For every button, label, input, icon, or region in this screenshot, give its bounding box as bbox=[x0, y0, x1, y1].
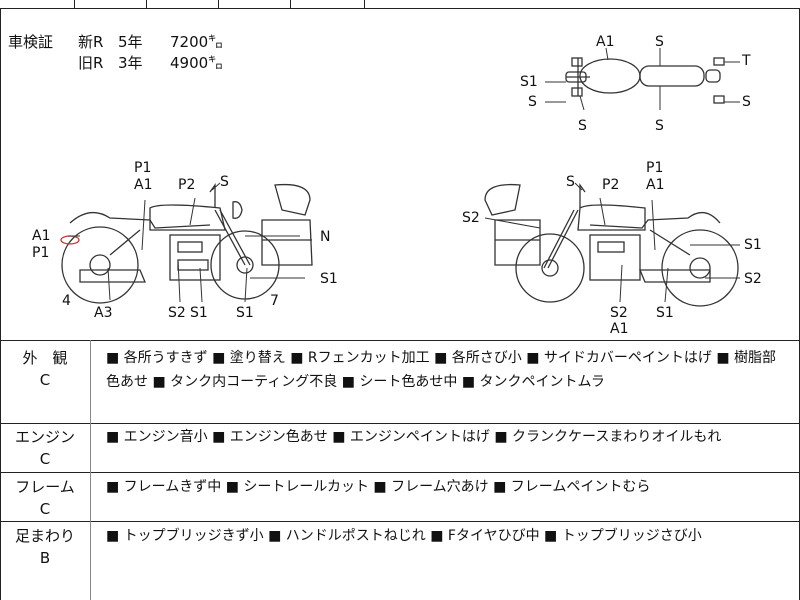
row-suspension-title: 足まわり bbox=[14, 527, 75, 545]
left-view-label: A1 bbox=[134, 177, 153, 193]
right-side-view-motorcycle bbox=[484, 182, 739, 307]
left-view-label: A3 bbox=[94, 305, 113, 321]
right-view-label: S bbox=[566, 174, 575, 190]
row-suspension-grade: B bbox=[39, 549, 51, 567]
row-divider bbox=[0, 472, 800, 473]
right-view-label: A1 bbox=[610, 321, 629, 337]
left-view-label: P2 bbox=[178, 177, 196, 193]
row-frame-label: フレーム C bbox=[0, 476, 90, 520]
row-exterior-notes: ■ 各所うすきず ■ 塗り替え ■ Rフェンカット加工 ■ 各所さび小 ■ サイ… bbox=[106, 350, 777, 390]
left-view-label: S1 bbox=[236, 305, 254, 321]
right-view-label: A1 bbox=[646, 177, 665, 193]
motorcycle-diagram bbox=[60, 47, 740, 307]
certificate-old-km: 4900㌔ bbox=[170, 54, 224, 72]
top-view-label: S bbox=[655, 118, 664, 134]
top-cell bbox=[218, 0, 291, 8]
left-view-label: P1 bbox=[134, 160, 152, 176]
row-frame-notes: ■ フレームきず中 ■ シートレールカット ■ フレーム穴あけ ■ フレームペイ… bbox=[106, 479, 651, 495]
certificate-label: 車検証 bbox=[8, 33, 54, 51]
column-divider bbox=[90, 340, 91, 600]
row-engine-notes: ■ エンジン音小 ■ エンジン色あせ ■ エンジンペイントはげ ■ クランクケー… bbox=[106, 429, 722, 445]
left-view-label: S1 bbox=[320, 271, 338, 287]
top-cell bbox=[290, 0, 365, 8]
row-exterior-grade: C bbox=[39, 371, 51, 389]
certificate-new-years: 5年 bbox=[118, 33, 143, 51]
right-view-label: S2 bbox=[462, 210, 480, 226]
top-view-label: S bbox=[742, 94, 751, 110]
left-view-label: S bbox=[220, 174, 229, 190]
top-view-motorcycle bbox=[565, 57, 725, 104]
top-view-label: S bbox=[655, 34, 664, 50]
leader-lines bbox=[68, 47, 740, 303]
row-suspension-label: 足まわり B bbox=[0, 525, 90, 569]
row-frame-grade: C bbox=[39, 500, 51, 518]
certificate-new-r: 新R bbox=[78, 33, 104, 51]
row-engine-label: エンジン C bbox=[0, 426, 90, 470]
row-exterior-label: 外 観 C bbox=[0, 347, 90, 391]
top-view-label: S1 bbox=[520, 74, 538, 90]
row-frame-title: フレーム bbox=[15, 478, 75, 496]
left-view-label: 7 bbox=[270, 293, 279, 309]
top-cell bbox=[0, 0, 75, 8]
row-divider bbox=[0, 340, 800, 341]
row-suspension-notes: ■ トップブリッジきず小 ■ ハンドルポストねじれ ■ Fタイヤひび中 ■ トッ… bbox=[106, 528, 702, 544]
row-divider bbox=[0, 521, 800, 522]
row-engine-grade: C bbox=[39, 450, 51, 468]
top-view-label: A1 bbox=[596, 34, 615, 50]
left-view-label: S2 bbox=[168, 305, 186, 321]
left-side-view-motorcycle bbox=[60, 182, 313, 304]
right-view-label: S2 bbox=[610, 305, 628, 321]
top-view-label: T bbox=[742, 53, 751, 69]
top-view-label: S bbox=[578, 118, 587, 134]
right-view-label: S2 bbox=[744, 271, 762, 287]
top-table-strip bbox=[0, 0, 800, 9]
left-view-label: N bbox=[320, 229, 331, 245]
certificate-old-years: 3年 bbox=[118, 54, 143, 72]
row-engine-title: エンジン bbox=[14, 428, 75, 446]
left-view-label: P1 bbox=[32, 245, 50, 261]
right-view-label: S1 bbox=[744, 237, 762, 253]
certificate-new-km: 7200㌔ bbox=[170, 33, 224, 51]
left-view-label: A1 bbox=[32, 228, 51, 244]
top-cell bbox=[146, 0, 219, 8]
top-view-label: S bbox=[528, 94, 537, 110]
left-view-label: 4 bbox=[62, 293, 71, 309]
right-view-label: S1 bbox=[656, 305, 674, 321]
top-cell bbox=[74, 0, 147, 8]
row-divider bbox=[0, 423, 800, 424]
left-view-label: S1 bbox=[190, 305, 208, 321]
right-view-label: P2 bbox=[602, 177, 620, 193]
right-view-label: P1 bbox=[646, 160, 664, 176]
certificate-old-r: 旧R bbox=[78, 54, 104, 72]
row-exterior-title: 外 観 bbox=[22, 349, 68, 367]
